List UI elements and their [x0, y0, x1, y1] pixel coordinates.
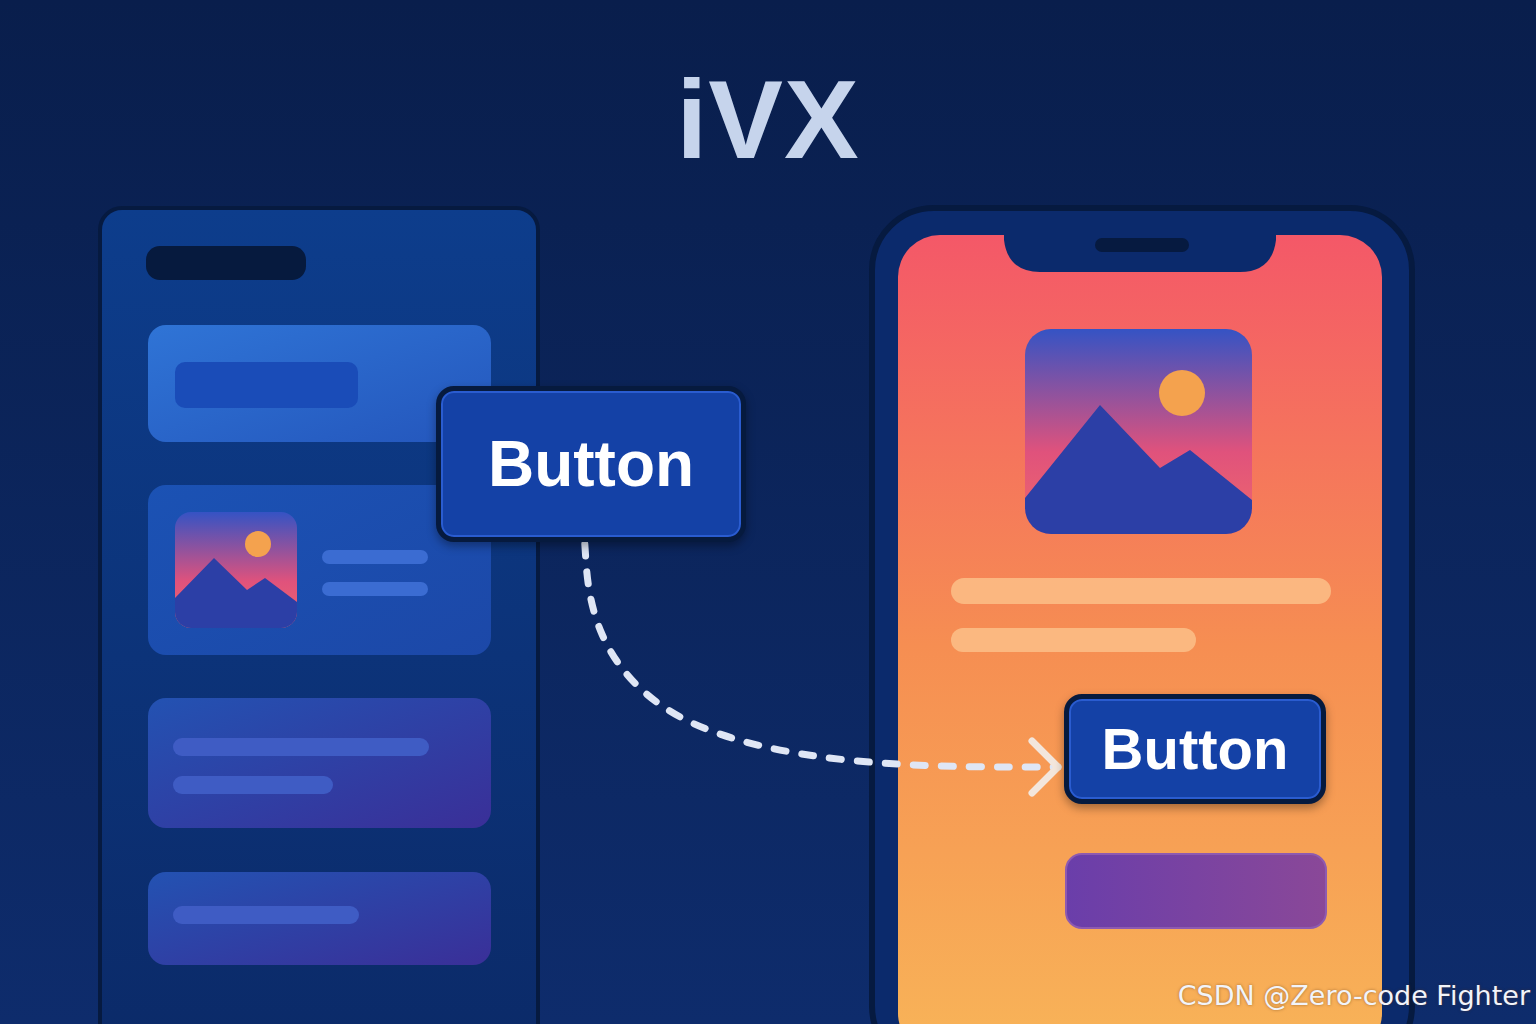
button-label: Button	[1102, 717, 1289, 781]
connector-line	[585, 544, 1058, 767]
arrowhead	[1032, 741, 1058, 793]
app-button: Button	[1064, 694, 1326, 804]
title: iVX	[0, 58, 1536, 181]
button-label: Button	[488, 429, 694, 499]
button-callout: Button	[436, 386, 746, 542]
dashed-arrow	[585, 544, 1058, 793]
watermark: CSDN @Zero-code Fighter	[1178, 980, 1530, 1011]
